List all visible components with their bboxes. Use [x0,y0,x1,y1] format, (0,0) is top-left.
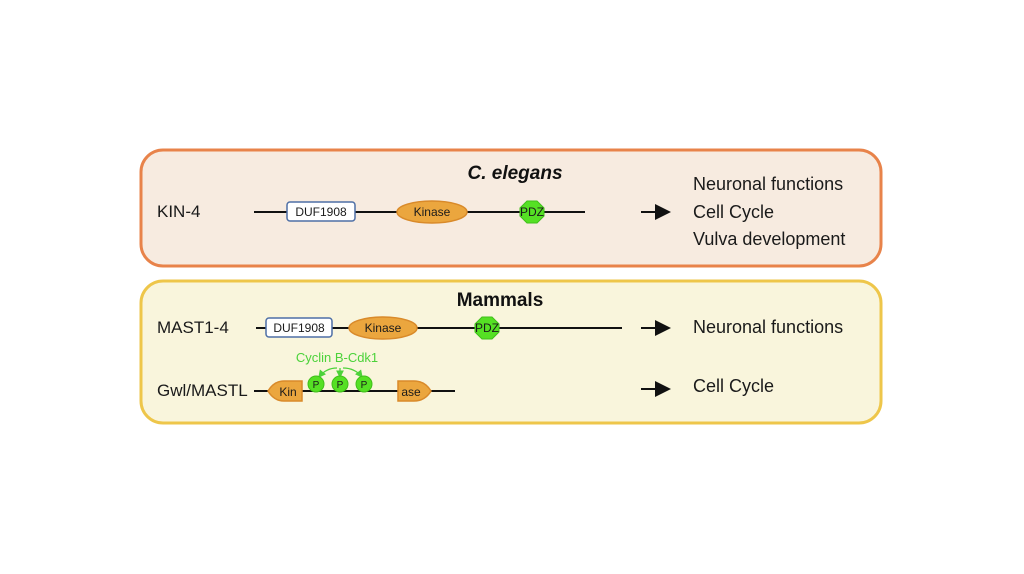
mast-kinase-domain: Kinase [348,316,418,340]
mammals-panel: Mammals MAST1-4 DUF1908 Kinase PDZ Neuro… [139,279,883,425]
elegans-panel-box [139,148,883,268]
gwl-ase-domain: ase [397,380,432,402]
kin4-label: KIN-4 [157,202,200,221]
svg-text:P: P [337,380,344,391]
svg-text:ase: ase [401,385,421,399]
mast-label: MAST1-4 [157,318,229,337]
phospho-site-1: P [307,375,325,393]
mast-function: Neuronal functions [693,317,843,337]
svg-text:DUF1908: DUF1908 [295,205,347,219]
gwl-kin-domain: Kin [267,380,303,402]
svg-text:DUF1908: DUF1908 [273,321,325,335]
kin4-duf-domain: DUF1908 [286,201,356,222]
svg-text:Kinase: Kinase [414,205,451,219]
elegans-function-3: Vulva development [693,229,845,249]
mammals-title: Mammals [457,290,544,311]
svg-text:PDZ: PDZ [520,205,544,219]
elegans-title: C. elegans [467,163,562,184]
cyclin-label: Cyclin B-Cdk1 [296,350,378,365]
mast-pdz-domain: PDZ [474,316,500,340]
phospho-site-2: P [331,375,349,393]
cyclin-arrow-right [342,367,363,379]
mast-duf-domain: DUF1908 [265,317,333,338]
gwl-function: Cell Cycle [693,376,774,396]
svg-text:Kin: Kin [279,385,296,399]
elegans-function-1: Neuronal functions [693,174,843,194]
elegans-function-2: Cell Cycle [693,202,774,222]
svg-text:P: P [361,380,368,391]
cyclin-arrow-left [318,367,338,379]
svg-text:P: P [313,380,320,391]
mammals-panel-box [139,279,883,425]
kin4-kinase-domain: Kinase [396,200,468,224]
svg-text:PDZ: PDZ [475,321,499,335]
phospho-site-3: P [355,375,373,393]
kin4-pdz-domain: PDZ [519,200,545,224]
gwl-label: Gwl/MASTL [157,381,248,400]
elegans-panel: C. elegans KIN-4 DUF1908 Kinase PDZ Neur… [139,148,883,268]
svg-text:Kinase: Kinase [365,321,402,335]
